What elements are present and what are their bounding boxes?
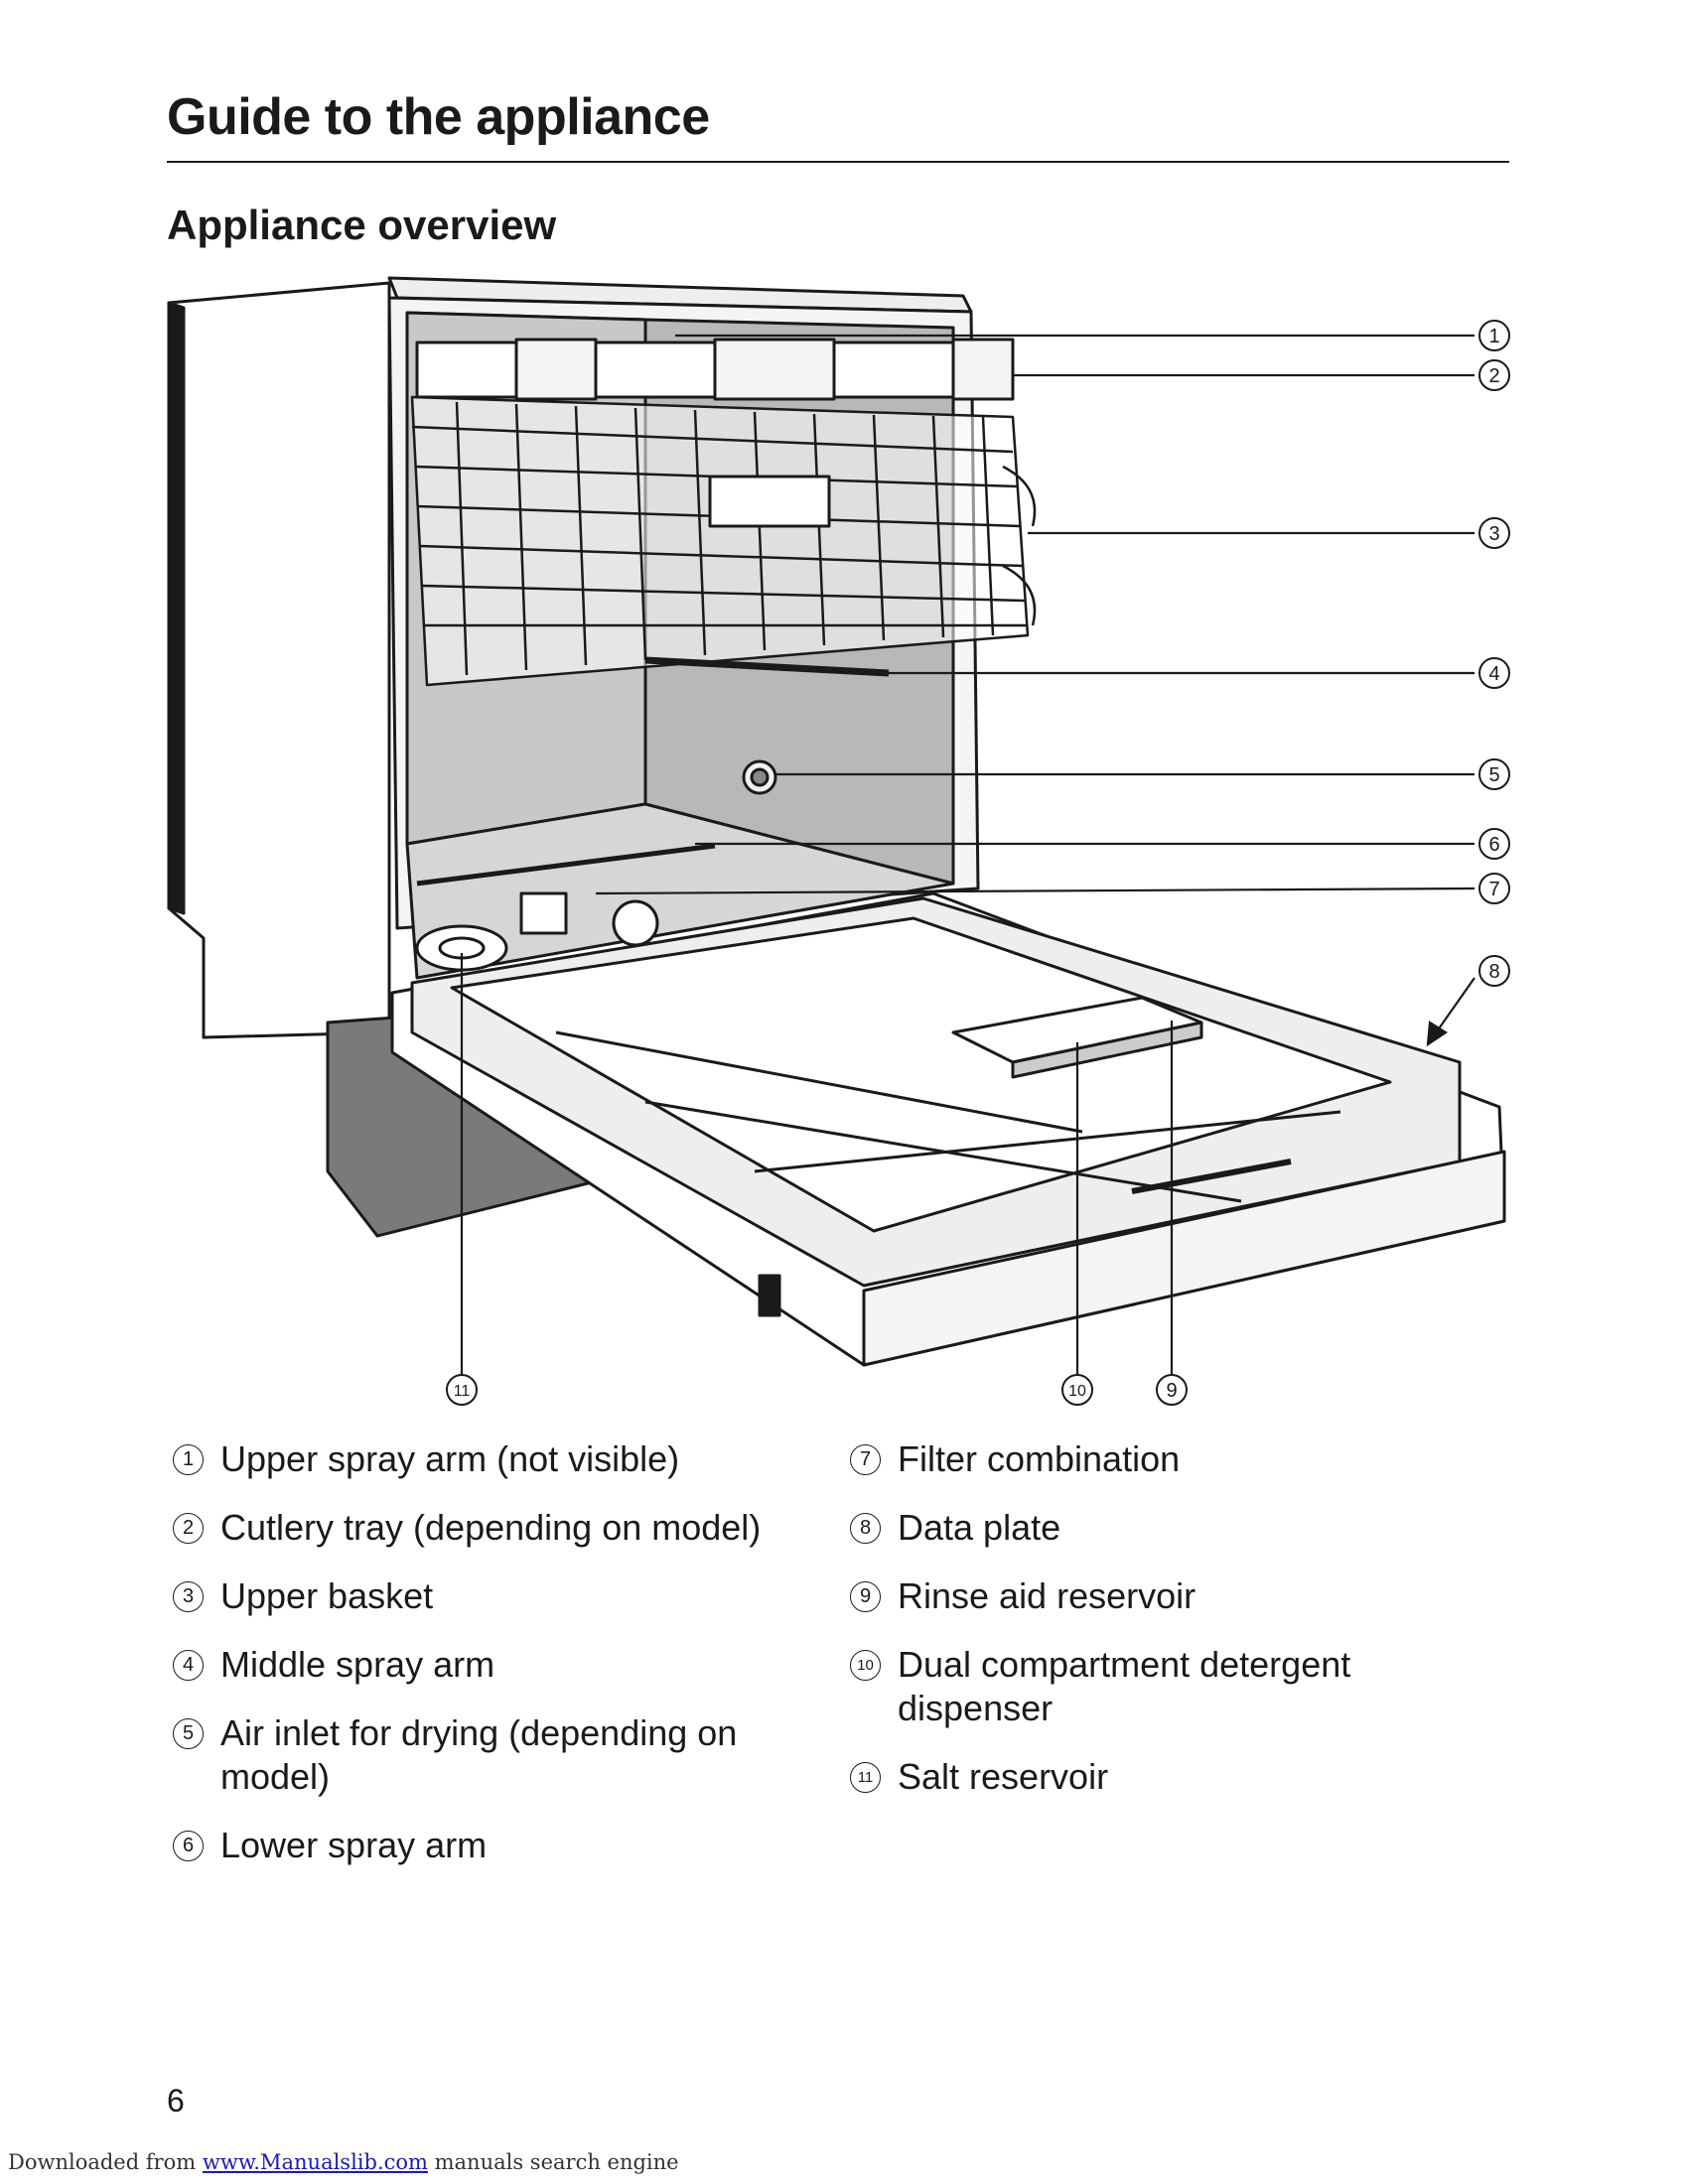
svg-text:7: 7 <box>1488 879 1499 900</box>
callout-10: 10 <box>1061 1374 1093 1406</box>
svg-text:8: 8 <box>1488 961 1499 983</box>
legend-label: Dual compartment detergent dispenser <box>898 1644 1351 1728</box>
legend-item: 7 Filter combination <box>844 1437 1479 1481</box>
legend-number: 8 <box>850 1513 881 1544</box>
manualslib-link[interactable]: www.Manualslib.com <box>202 2150 428 2174</box>
legend-label: Upper spray arm (not visible) <box>220 1438 680 1479</box>
legend-label: Upper basket <box>220 1575 434 1616</box>
leader-lines <box>460 334 1476 1375</box>
legend-number: 9 <box>850 1581 881 1612</box>
section-subtitle: Appliance overview <box>167 202 557 248</box>
legend-number: 2 <box>173 1513 204 1544</box>
legend-label: Cutlery tray (depending on model) <box>220 1507 762 1548</box>
cabinet-side-panel <box>167 281 391 1039</box>
svg-text:5: 5 <box>1488 764 1499 786</box>
legend-number: 5 <box>173 1718 204 1749</box>
lower-spray-arm <box>416 843 716 887</box>
page-number: 6 <box>167 2083 185 2118</box>
legend-label: Rinse aid reservoir <box>898 1575 1196 1616</box>
legend-label: Middle spray arm <box>220 1644 495 1685</box>
svg-text:1: 1 <box>1488 326 1499 347</box>
footer-prefix: Downloaded from <box>8 2150 203 2174</box>
legend-item: 8 Data plate <box>844 1506 1479 1550</box>
svg-text:11: 11 <box>454 1383 471 1400</box>
legend-left-column: 1 Upper spray arm (not visible) 2 Cutler… <box>167 1437 802 1892</box>
legend-item: 4 Middle spray arm <box>167 1643 802 1687</box>
legend-label: Data plate <box>898 1507 1061 1548</box>
upper-basket <box>410 395 1037 687</box>
callout-11: 11 <box>446 1374 478 1406</box>
filter-combination <box>519 891 568 935</box>
svg-text:10: 10 <box>1068 1383 1086 1400</box>
legend-label: Filter combination <box>898 1438 1181 1479</box>
callout-5: 5 <box>1478 758 1510 790</box>
download-footer: Downloaded from www.Manualslib.com manua… <box>8 2150 679 2174</box>
middle-spray-arm <box>644 656 890 677</box>
title-divider <box>167 161 1509 163</box>
legend-number: 4 <box>173 1650 204 1681</box>
legend-item: 5 Air inlet for drying (depending on mod… <box>167 1711 796 1799</box>
legend-number: 6 <box>173 1831 204 1861</box>
callout-8: 8 <box>1478 955 1510 987</box>
legend-number: 10 <box>850 1650 881 1681</box>
callout-4: 4 <box>1478 657 1510 689</box>
svg-text:3: 3 <box>1488 523 1499 545</box>
svg-text:9: 9 <box>1166 1380 1177 1402</box>
dishwasher-illustration: 1 2 3 4 5 6 7 8 9 10 11 <box>167 276 1510 1406</box>
legend-item: 9 Rinse aid reservoir <box>844 1574 1479 1618</box>
page-title: Guide to the appliance <box>167 88 710 146</box>
callout-2: 2 <box>1478 359 1510 391</box>
svg-text:2: 2 <box>1488 365 1499 387</box>
legend-number: 11 <box>850 1762 881 1793</box>
svg-text:6: 6 <box>1488 834 1499 856</box>
legend-item: 10 Dual compartment detergent dispenser <box>844 1643 1454 1730</box>
legend-number: 1 <box>173 1444 204 1475</box>
legend-item: 11 Salt reservoir <box>844 1755 1479 1799</box>
legend-item: 2 Cutlery tray (depending on model) <box>167 1506 802 1550</box>
legend-label: Air inlet for drying (depending on model… <box>220 1712 738 1797</box>
basket-holder <box>708 475 831 528</box>
legend-number: 3 <box>173 1581 204 1612</box>
legend-number: 7 <box>850 1444 881 1475</box>
callout-6: 6 <box>1478 828 1510 860</box>
callout-3: 3 <box>1478 517 1510 549</box>
legend-item: 6 Lower spray arm <box>167 1824 802 1867</box>
legend-item: 1 Upper spray arm (not visible) <box>167 1437 802 1481</box>
svg-text:4: 4 <box>1488 663 1499 685</box>
callout-9: 9 <box>1156 1374 1188 1406</box>
callout-7: 7 <box>1478 873 1510 904</box>
legend-right-column: 7 Filter combination 8 Data plate 9 Rins… <box>844 1437 1479 1824</box>
callout-1: 1 <box>1478 320 1510 351</box>
footer-suffix: manuals search engine <box>427 2150 679 2174</box>
legend-label: Salt reservoir <box>898 1756 1109 1797</box>
legend-label: Lower spray arm <box>220 1825 488 1865</box>
cutlery-tray <box>415 338 1015 401</box>
legend-item: 3 Upper basket <box>167 1574 802 1618</box>
